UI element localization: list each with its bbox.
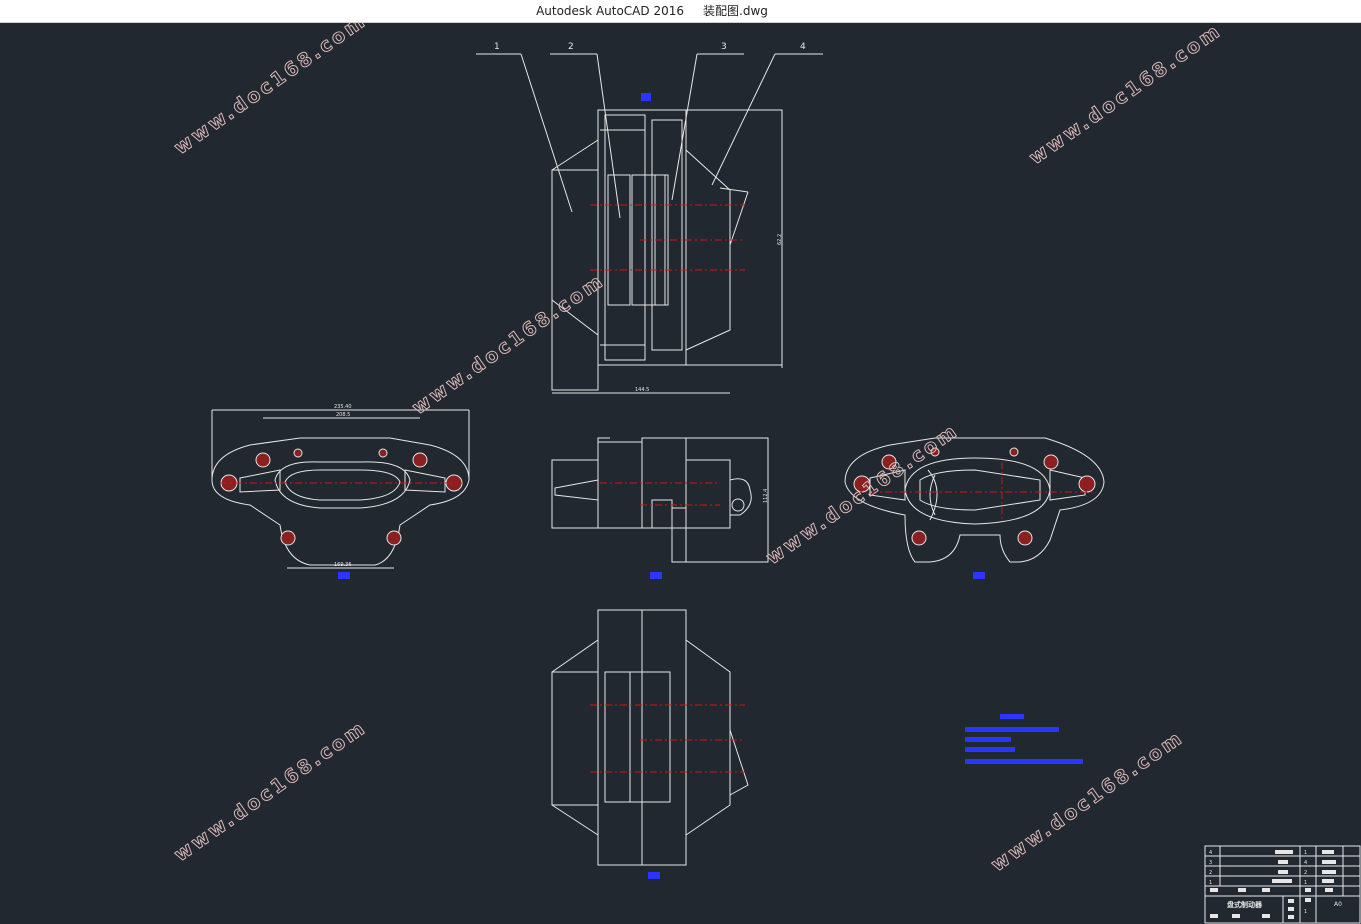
- window-titlebar: Autodesk AutoCAD 2016 装配图.dwg: [0, 0, 1361, 23]
- window-title: Autodesk AutoCAD 2016 装配图.dwg: [536, 4, 768, 18]
- svg-text:2: 2: [1304, 870, 1307, 876]
- watermark-3: www.doc168.com: [408, 269, 609, 419]
- front-view: 1 2 3 4 62.2 144.5: [476, 42, 823, 394]
- watermarks: www.doc168.com www.doc168.com www.doc168…: [170, 23, 1227, 877]
- svg-text:3: 3: [1209, 860, 1212, 866]
- svg-text:2: 2: [1209, 870, 1212, 876]
- balloon-3: 3: [721, 42, 727, 52]
- watermark-1: www.doc168.com: [170, 23, 371, 159]
- balloon-4: 4: [800, 42, 806, 52]
- left-view: 235.40 208.5 169.36: [211, 404, 470, 579]
- bottom-view: [551, 609, 749, 879]
- svg-text:112.4: 112.4: [763, 489, 769, 503]
- drawing-svg[interactable]: 1 2 3 4 62.2 144.5 235.40 208.5: [0, 23, 1361, 924]
- svg-text:1: 1: [1209, 880, 1212, 886]
- svg-text:169.36: 169.36: [334, 562, 352, 568]
- watermark-2: www.doc168.com: [1025, 23, 1226, 169]
- title-block: 4 3 2 1 1 4 2 1 盘式制动器 A0 1: [1204, 845, 1361, 924]
- watermark-5: www.doc168.com: [170, 716, 371, 866]
- svg-text:144.5: 144.5: [635, 387, 649, 393]
- watermark-6: www.doc168.com: [987, 726, 1188, 876]
- svg-text:208.5: 208.5: [336, 412, 350, 418]
- svg-text:4: 4: [1209, 850, 1212, 856]
- title-block-sheet: 1: [1304, 909, 1307, 915]
- watermark-4: www.doc168.com: [762, 419, 963, 569]
- right-view: [844, 437, 1105, 579]
- drawing-canvas[interactable]: 1 2 3 4 62.2 144.5 235.40 208.5: [0, 23, 1361, 924]
- svg-text:1: 1: [1304, 850, 1307, 856]
- balloon-1: 1: [494, 42, 500, 52]
- side-view: 112.4: [551, 437, 769, 579]
- svg-text:235.40: 235.40: [334, 404, 352, 410]
- title-block-name: 盘式制动器: [1227, 900, 1263, 909]
- title-block-scale: A0: [1334, 901, 1342, 908]
- svg-text:62.2: 62.2: [777, 234, 783, 245]
- balloon-2: 2: [568, 42, 574, 52]
- technical-notes: [965, 714, 1083, 764]
- svg-text:4: 4: [1304, 860, 1307, 866]
- svg-text:1: 1: [1304, 880, 1307, 886]
